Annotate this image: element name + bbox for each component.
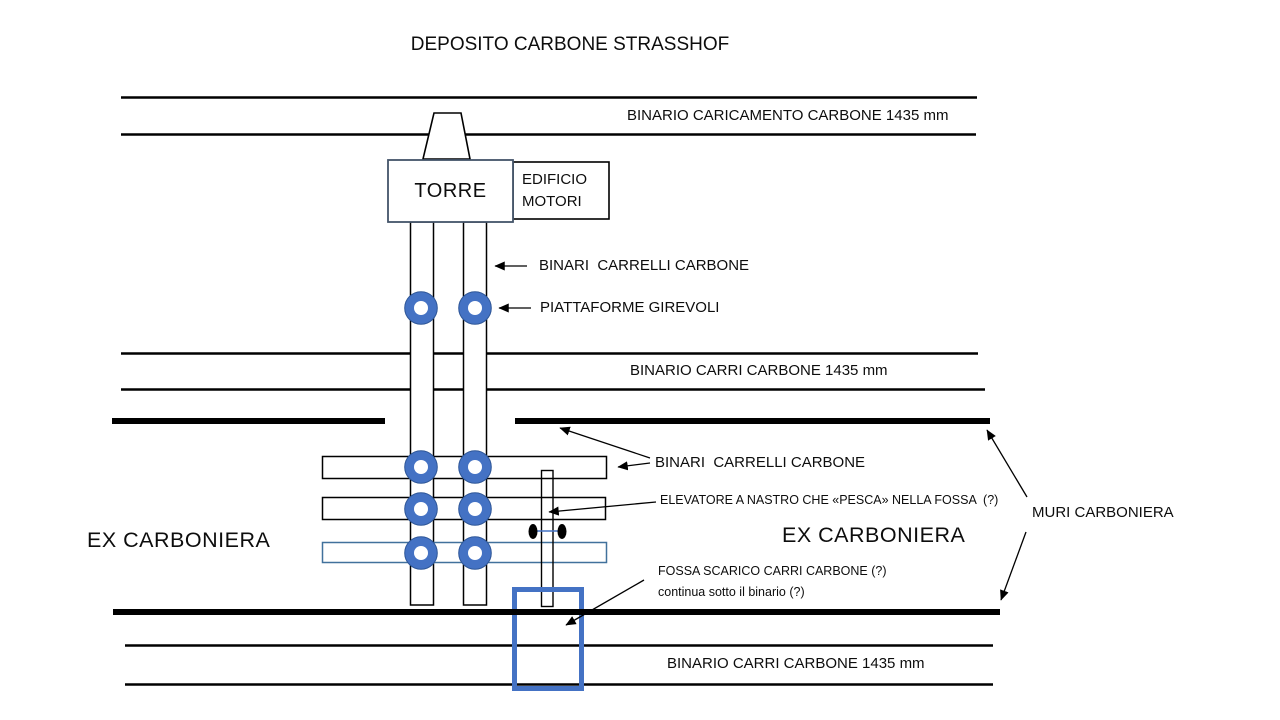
label-edificio-line1: EDIFICIO bbox=[522, 170, 588, 188]
turntable-row2-right bbox=[458, 492, 492, 526]
arrow-fossa bbox=[565, 579, 645, 626]
label-piattaforme-girevoli: PIATTAFORME GIREVOLI bbox=[540, 299, 720, 316]
arrow-muri-lower bbox=[1000, 531, 1027, 601]
turntable-row3-left bbox=[404, 536, 438, 570]
diagram-title: DEPOSITO CARBONE STRASSHOF bbox=[410, 34, 730, 55]
label-fossa-line2: continua sotto il binario (?) bbox=[658, 585, 805, 599]
turntable-row1-right bbox=[458, 450, 492, 484]
label-fossa-line1: FOSSA SCARICO CARRI CARBONE (?) bbox=[658, 564, 887, 578]
turntable-row1-left bbox=[404, 450, 438, 484]
label-elevatore: ELEVATORE A NASTRO CHE «PESCA» NELLA FOS… bbox=[660, 493, 999, 507]
turntable-row3-right bbox=[458, 536, 492, 570]
edificio-motori-box bbox=[512, 161, 610, 220]
label-binari-carrelli-mid: BINARI CARRELLI CARBONE bbox=[655, 454, 866, 471]
arrow-binari-carrelli-mid-to-track bbox=[559, 426, 651, 459]
turntable-row2-left bbox=[404, 492, 438, 526]
arrow-elevatore bbox=[548, 501, 657, 516]
elevator-pivot-right bbox=[557, 524, 567, 539]
turntable-top-left bbox=[404, 291, 438, 325]
arrow-muri-upper bbox=[986, 429, 1028, 498]
torre-box bbox=[387, 159, 514, 223]
label-edificio-motori: EDIFICIO MOTORI bbox=[513, 162, 609, 219]
arrow-binari-carrelli-mid-to-row bbox=[617, 461, 651, 471]
label-binario-carri-bottom: BINARIO CARRI CARBONE 1435 mm bbox=[667, 655, 925, 672]
label-binario-caricamento: BINARIO CARICAMENTO CARBONE 1435 mm bbox=[627, 107, 949, 124]
turntable-top-right bbox=[458, 291, 492, 325]
label-edificio-line2: MOTORI bbox=[522, 192, 582, 210]
tower-funnel bbox=[421, 112, 471, 160]
label-muri-carboniera: MURI CARBONIERA bbox=[1032, 504, 1174, 521]
label-ex-carboniera-right: EX CARBONIERA bbox=[782, 523, 966, 547]
label-binari-carrelli-top: BINARI CARRELLI CARBONE bbox=[539, 257, 750, 274]
label-ex-carboniera-left: EX CARBONIERA bbox=[87, 528, 271, 552]
label-binario-carri-mid: BINARIO CARRI CARBONE 1435 mm bbox=[630, 362, 888, 379]
elevator-pivot-left bbox=[528, 524, 538, 539]
belt-elevator bbox=[540, 469, 554, 608]
fossa-scarico-rect bbox=[512, 587, 584, 691]
label-torre: TORRE bbox=[414, 179, 487, 202]
